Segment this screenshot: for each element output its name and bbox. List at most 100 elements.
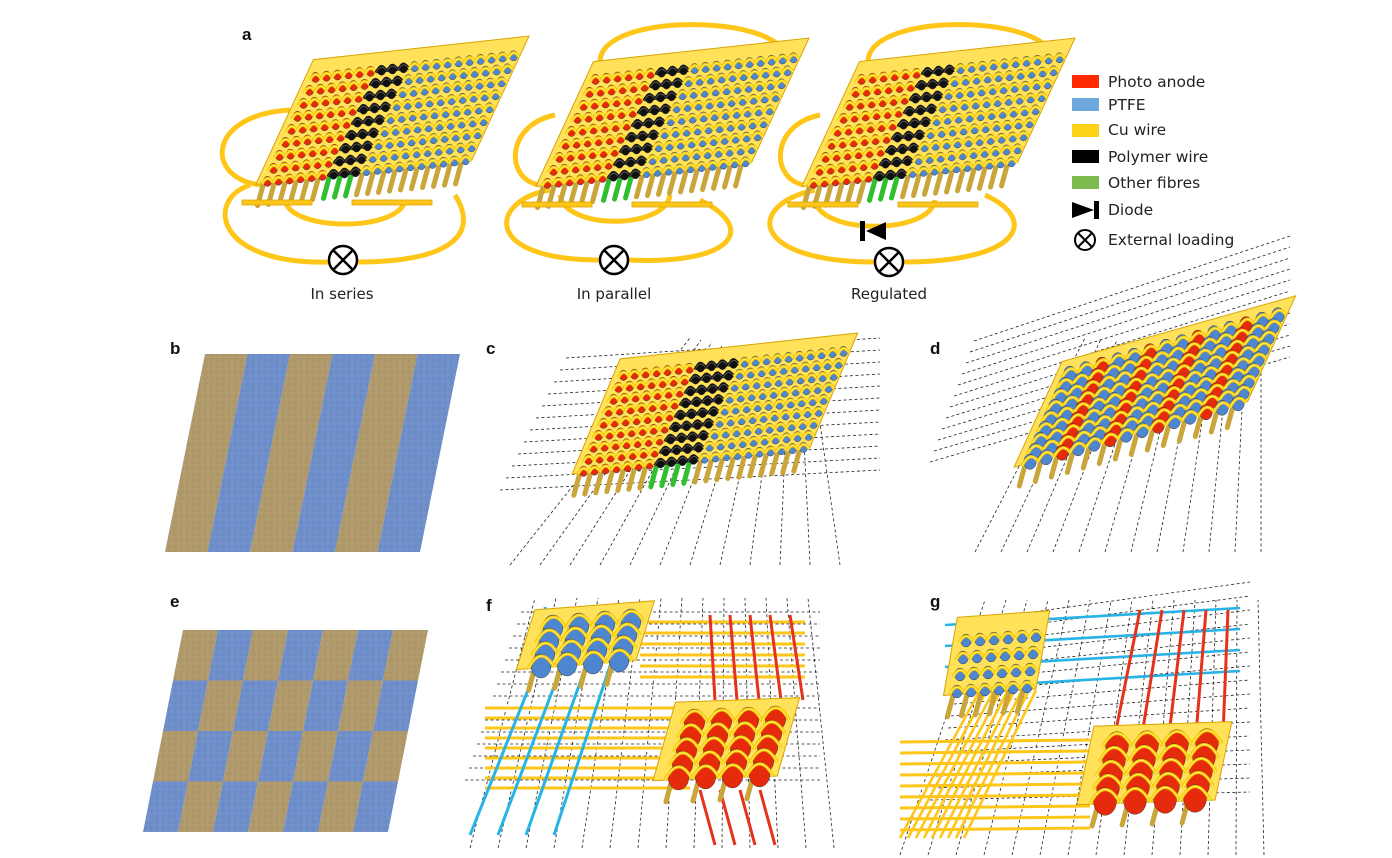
wire-loop-highlight: [1125, 350, 1143, 361]
wire-loop-highlight: [1163, 358, 1181, 369]
wire-loop-highlight: [1105, 394, 1123, 405]
wire-loop-highlight: [1005, 158, 1018, 165]
panel-d-fabric: [1013, 295, 1297, 489]
wire-loop-highlight: [1115, 372, 1133, 383]
fibre-end: [409, 164, 420, 192]
horizontal-guide-line: [965, 623, 1251, 657]
fibre-end: [736, 452, 748, 480]
wire-loop-highlight: [1120, 361, 1138, 372]
vertical-guide-line: [525, 597, 578, 849]
fibre-end: [299, 176, 310, 204]
wire-loop-highlight: [1019, 681, 1035, 690]
connector-bar: [521, 201, 593, 208]
wire-loop-highlight: [980, 667, 996, 676]
fibre-end: [972, 690, 984, 718]
wire-loop-highlight: [1072, 374, 1090, 385]
wire-loop-highlight: [591, 612, 619, 627]
wire-loop-highlight: [757, 721, 786, 736]
wire-loop-highlight: [1062, 396, 1080, 407]
wire-loop-highlight: [955, 652, 971, 661]
wire-loop-highlight: [1254, 342, 1272, 353]
wire-loop-highlight: [1125, 760, 1157, 776]
panel-g-woven-blocks: [942, 610, 1233, 829]
fabric-texture: [165, 354, 460, 552]
wire-loop-highlight: [695, 751, 724, 766]
horizontal-guide-line: [499, 469, 881, 491]
wire-loop-highlight: [1110, 383, 1128, 394]
wire-loop-highlight: [1085, 438, 1103, 449]
wire-loop-highlight: [1069, 442, 1087, 453]
fibre-end: [398, 165, 409, 193]
wire-loop-highlight: [527, 655, 555, 670]
fibre-end: [958, 691, 970, 719]
horizontal-guide-line: [973, 235, 1291, 342]
wire-loop-highlight: [761, 707, 790, 722]
wire-loop-highlight: [1173, 336, 1191, 347]
wire-loop-highlight: [489, 91, 502, 98]
parallel-bottom-right-wire: [627, 197, 734, 263]
fibre-end: [966, 165, 977, 193]
wire-loop-highlight: [1207, 384, 1225, 395]
wire-loop-highlight: [983, 650, 999, 659]
wire-loop-highlight: [1052, 418, 1070, 429]
wire-loop-highlight: [1174, 365, 1192, 376]
fibre-end: [733, 161, 744, 189]
series-left-loop-wire: [219, 107, 291, 188]
fibre-end: [376, 167, 387, 195]
fibre-end: [623, 173, 634, 201]
wire-loop-highlight: [827, 371, 840, 379]
vertical-guide-line: [1235, 599, 1238, 856]
panel-label-e: e: [170, 592, 179, 611]
fibre-end: [582, 469, 594, 497]
fibre-end: [590, 177, 601, 205]
wire-loop-highlight: [699, 737, 728, 752]
wire-loop-highlight: [797, 443, 810, 451]
wire-loop-highlight: [707, 709, 736, 724]
fibre-end: [645, 171, 656, 199]
wire-loop-highlight: [1186, 400, 1204, 411]
wire-loop-highlight: [1233, 358, 1251, 369]
wire-loop-highlight: [1078, 392, 1096, 403]
wire-loop-highlight: [1089, 398, 1107, 409]
fibre-end: [277, 178, 288, 206]
wire-loop-highlight: [812, 407, 825, 415]
fibre-end: [637, 463, 649, 491]
wire-loop-highlight: [609, 636, 637, 651]
wire-loop-highlight: [1041, 412, 1059, 423]
wire-loop-highlight: [1095, 761, 1127, 777]
wire-loop-highlight: [1152, 352, 1170, 363]
wire-loop-highlight: [972, 634, 988, 643]
wire-loop-highlight: [1021, 456, 1039, 467]
fibre-end: [1014, 687, 1026, 715]
wire-loop-highlight: [1088, 370, 1106, 381]
legend-cu-wire-label: Cu wire: [1108, 121, 1166, 139]
wire-loop-highlight: [1063, 425, 1081, 436]
wire-loop-highlight: [1180, 382, 1198, 393]
wire-loop-highlight: [1223, 380, 1241, 391]
wire-loop-highlight: [1185, 371, 1203, 382]
panel-label-g: g: [930, 592, 940, 611]
fibre-end: [453, 159, 464, 187]
legend-cu-wire-swatch: [1072, 124, 1099, 137]
wire-loop-highlight: [1098, 747, 1130, 763]
wire-loop-highlight: [535, 629, 563, 644]
fibre-core: [1183, 784, 1207, 813]
wire-loop-highlight: [1191, 730, 1223, 746]
wire-loop-highlight: [949, 686, 965, 695]
panel-e-checkered-fabric: [143, 630, 428, 832]
fibre-end: [878, 174, 889, 202]
fibre-end: [988, 162, 999, 190]
wire-loop-highlight: [1227, 340, 1245, 351]
wire-loop-highlight: [1109, 354, 1127, 365]
red-fibre-line: [1113, 609, 1142, 736]
vertical-guide-line: [1257, 599, 1265, 856]
wire-loop-highlight: [1190, 360, 1208, 371]
wire-loop-highlight: [672, 738, 701, 753]
regulated-left-loop-wire: [778, 112, 821, 188]
regulated-bottom-right-wire: [902, 192, 1017, 265]
fibre-end: [332, 172, 343, 200]
wire-loop-highlight: [1191, 389, 1209, 400]
caption-regulated: Regulated: [851, 285, 927, 303]
fibre-end: [1080, 443, 1092, 471]
wire-loop-highlight: [1131, 367, 1149, 378]
